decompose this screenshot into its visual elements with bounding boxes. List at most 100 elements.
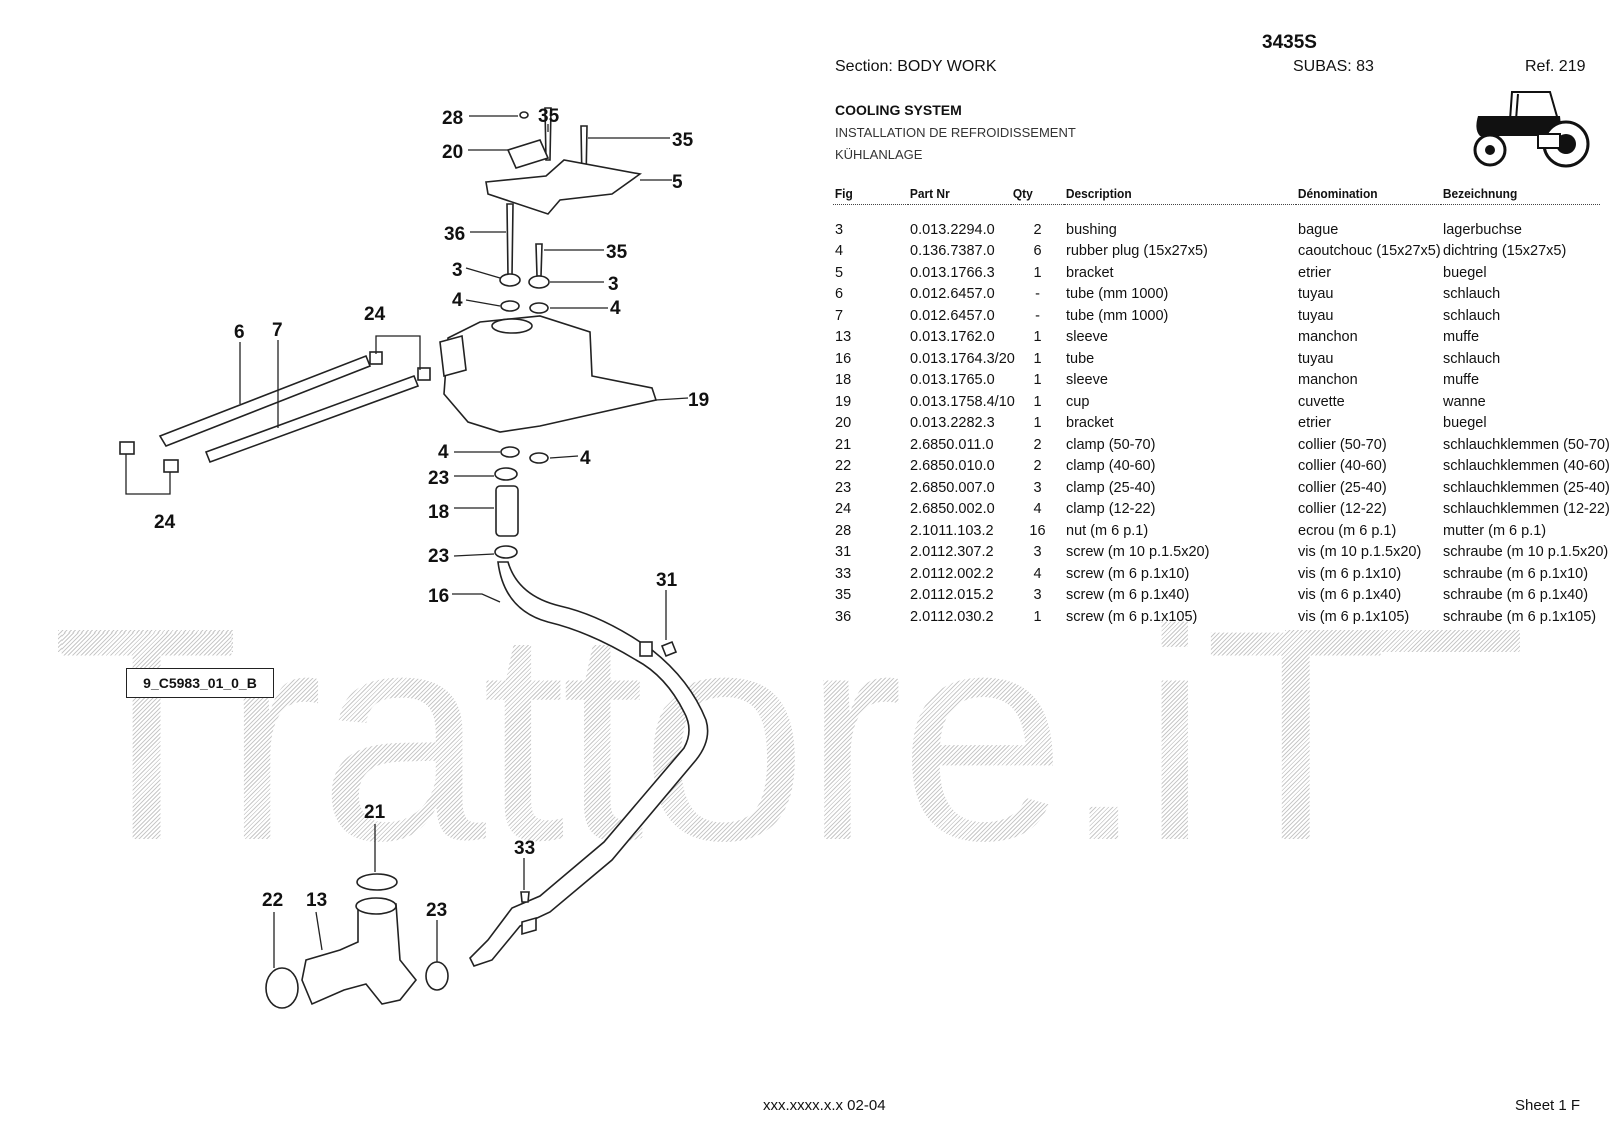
- table-cell: schraube (m 6 p.1x40): [1443, 587, 1589, 604]
- ref-label: Ref. 219: [1525, 58, 1586, 75]
- callout: 31: [656, 570, 678, 591]
- table-cell: 21: [835, 436, 852, 453]
- table-cell: 0.013.2282.3: [910, 415, 995, 432]
- table-cell: tuyau: [1298, 286, 1334, 303]
- callout: 23: [426, 900, 447, 921]
- table-cell: 2.0112.015.2: [910, 587, 994, 604]
- table-cell: 5: [835, 264, 844, 281]
- table-cell: 0.136.7387.0: [910, 243, 995, 260]
- table-cell: 0.012.6457.0: [910, 307, 995, 324]
- table-cell: 4: [1033, 565, 1042, 582]
- table-cell: schraube (m 6 p.1x10): [1443, 565, 1589, 582]
- table-cell: 13: [835, 329, 852, 346]
- table-cell: manchon: [1298, 329, 1358, 346]
- callout: 24: [364, 304, 386, 325]
- table-cell: 3: [1033, 544, 1042, 561]
- table-cell: nut (m 6 p.1): [1066, 522, 1149, 539]
- table-cell: tuyau: [1298, 350, 1334, 367]
- table-cell: 3: [1033, 587, 1042, 604]
- table-cell: 3: [835, 221, 844, 238]
- table-cell: schlauch: [1443, 350, 1501, 367]
- table-cell: 2: [1033, 221, 1042, 238]
- table-cell: wanne: [1443, 393, 1486, 410]
- callout: 7: [272, 320, 283, 341]
- table-cell: schraube (m 6 p.1x105): [1443, 608, 1597, 625]
- table-cell: clamp (50-70): [1066, 436, 1156, 453]
- screw-35a: [544, 107, 552, 161]
- plug-4d: [529, 452, 549, 464]
- screw-33: [520, 891, 530, 903]
- callout: 4: [580, 448, 591, 469]
- tube-6: [158, 354, 372, 447]
- table-cell: bracket: [1066, 264, 1114, 281]
- table-cell: rubber plug (15x27x5): [1066, 243, 1208, 260]
- table-cell: schlauchklemmen (12-22): [1443, 501, 1610, 518]
- cup-neck: [491, 318, 533, 334]
- sleeve-13: [301, 903, 418, 1006]
- callout: 4: [452, 290, 463, 311]
- table-cell: 1: [1033, 415, 1042, 432]
- callout: 18: [428, 502, 449, 523]
- col-bezeichnung: Bezeichnung: [1441, 182, 1588, 205]
- clamp-24c: [119, 441, 135, 455]
- table-cell: clamp (12-22): [1066, 501, 1156, 518]
- table-cell: 2: [1033, 458, 1042, 475]
- model-number: 3435S: [1262, 32, 1317, 53]
- title-french: INSTALLATION DE REFROIDISSEMENT: [835, 125, 1076, 140]
- table-cell: 2: [1033, 436, 1042, 453]
- table-cell: 2.1011.103.2: [910, 522, 994, 539]
- clamp-22: [265, 967, 299, 1009]
- table-cell: 2.6850.007.0: [910, 479, 995, 496]
- table-cell: 1: [1033, 329, 1042, 346]
- hose-16: [469, 561, 709, 967]
- table-cell: bracket: [1066, 415, 1114, 432]
- callout: 35: [672, 130, 694, 151]
- table-cell: 0.012.6457.0: [910, 286, 995, 303]
- callout: 28: [442, 108, 463, 129]
- table-cell: 28: [835, 522, 852, 539]
- table-cell: 0.013.1762.0: [910, 329, 995, 346]
- table-cell: 2.6850.010.0: [910, 458, 995, 475]
- footer-code: xxx.xxxx.x.x 02-04: [763, 1097, 886, 1114]
- callout: 4: [610, 298, 621, 319]
- clamp-23b: [494, 545, 518, 559]
- table-cell: collier (25-40): [1298, 479, 1387, 496]
- bushing-3b: [528, 275, 550, 289]
- plug-4b: [529, 302, 549, 314]
- table-cell: 0.013.1766.3: [910, 264, 995, 281]
- table-header-row: Fig Part Nr Qty Description Dénomination…: [833, 182, 1600, 205]
- drawing-id-label: 9_C5983_01_0_B: [126, 668, 274, 698]
- table-cell: 20: [835, 415, 852, 432]
- callout: 35: [606, 242, 628, 263]
- table-cell: collier (12-22): [1298, 501, 1387, 518]
- table-cell: 4: [1033, 501, 1042, 518]
- sleeve-18: [495, 485, 519, 537]
- table-cell: manchon: [1298, 372, 1358, 389]
- table-cell: vis (m 6 p.1x10): [1298, 565, 1402, 582]
- cup-19: [443, 315, 658, 433]
- title-english: COOLING SYSTEM: [835, 102, 962, 118]
- bracket-5: [485, 159, 642, 215]
- callout: 23: [428, 546, 449, 567]
- table-cell: 2.0112.002.2: [910, 565, 994, 582]
- callout: 19: [688, 390, 709, 411]
- screw-35c: [535, 243, 543, 277]
- callout: 23: [428, 468, 449, 489]
- bushing-3a: [499, 273, 521, 287]
- table-cell: 1: [1033, 350, 1042, 367]
- table-cell: sleeve: [1066, 329, 1108, 346]
- table-cell: 35: [835, 587, 852, 604]
- callout: 4: [438, 442, 449, 463]
- table-cell: 0.013.1758.4/10: [910, 393, 1015, 410]
- table-cell: cuvette: [1298, 393, 1345, 410]
- clamp-23c: [425, 961, 449, 991]
- table-cell: ecrou (m 6 p.1): [1298, 522, 1397, 539]
- table-cell: 22: [835, 458, 852, 475]
